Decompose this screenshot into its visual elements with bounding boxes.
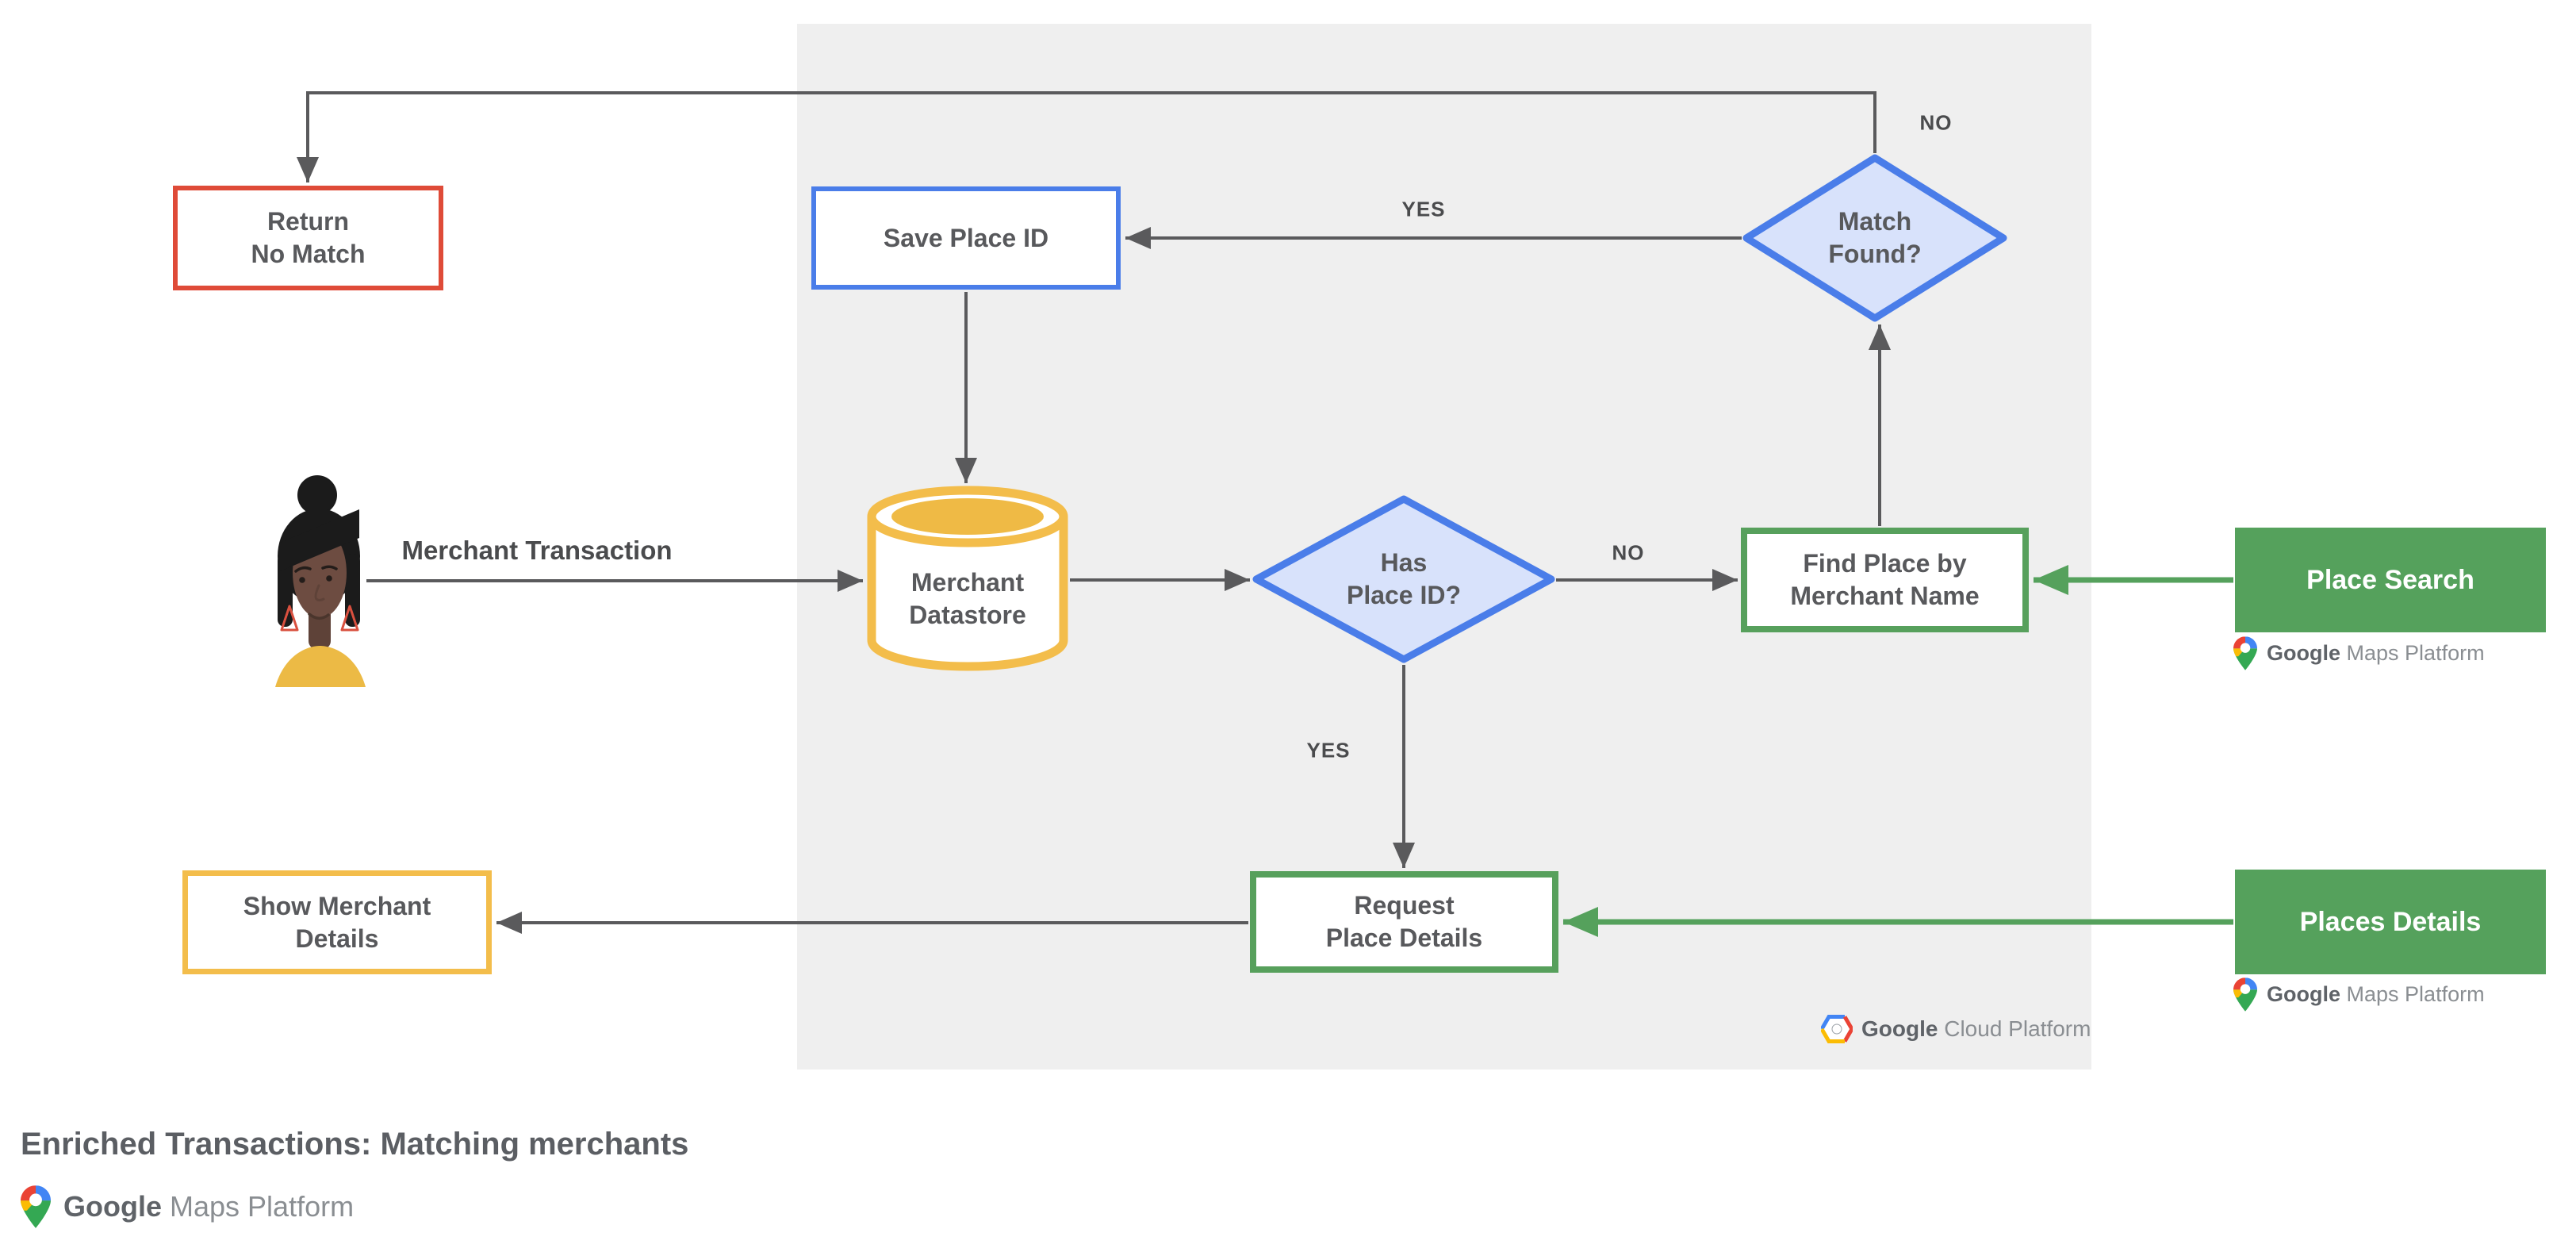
avatar-mouth xyxy=(308,613,330,620)
node-match-found-label: Match Found? xyxy=(1828,207,1922,268)
node-place-search-label: Place Search xyxy=(2306,564,2474,595)
match-found-diamond xyxy=(1742,154,2007,322)
has-place-id-diamond-shape xyxy=(1252,495,1555,663)
label-yes-match-found: YES xyxy=(1401,197,1446,221)
avatar-shirt xyxy=(275,646,366,687)
node-has-place-id: Has Place ID? xyxy=(1252,494,1556,664)
avatar-nose xyxy=(314,584,325,601)
match-found-diamond-shape xyxy=(1742,154,2007,322)
cylinder-top-fill xyxy=(891,498,1044,535)
avatar-eye-left xyxy=(299,577,305,583)
avatar-brow-left xyxy=(294,566,312,573)
footer-logo-google-text: Google xyxy=(63,1190,162,1223)
node-return-no-match-label: Return No Match xyxy=(251,207,366,268)
label-merchant-transaction: Merchant Transaction xyxy=(401,536,673,565)
avatar-hair-bun xyxy=(297,475,337,515)
maps-pin-icon xyxy=(2233,977,2257,1012)
label-no-has-place-id: NO xyxy=(1612,540,1645,565)
node-has-place-id-label: Has Place ID? xyxy=(1346,548,1462,609)
edge-matchfound-no-to-return xyxy=(297,91,1876,182)
avatar-fringe xyxy=(280,509,359,571)
avatar-earring-right xyxy=(340,605,359,632)
node-request-place-details-label: Request Place Details xyxy=(1325,891,1483,952)
node-places-details-label: Places Details xyxy=(2299,906,2482,937)
maps-platform-logo-footer: Google Maps Platform xyxy=(21,1185,354,1228)
node-place-search-api: Place Search xyxy=(2235,528,2546,632)
node-return-no-match: Return No Match xyxy=(173,186,443,290)
user-avatar xyxy=(275,475,366,687)
node-show-merchant-details-label: Show Merchant Details xyxy=(243,891,431,953)
node-places-details-api: Places Details xyxy=(2235,870,2546,974)
cloud-platform-hexagon-icon xyxy=(1821,1015,1853,1043)
gcp-logo-google-text: Google xyxy=(1861,1016,1938,1041)
maps-platform-logo-place-search: Google Maps Platform xyxy=(2233,636,2485,670)
diagram-title: Enriched Transactions: Matching merchant… xyxy=(21,1127,689,1162)
avatar-eye-right xyxy=(326,575,332,582)
google-cloud-platform-logo: Google Cloud Platform xyxy=(1821,1015,2091,1043)
node-save-place-id: Save Place ID xyxy=(811,186,1121,290)
avatar-earring-left xyxy=(280,605,299,632)
maps-pin-icon xyxy=(21,1185,51,1228)
footer-logo-suffix-text: Maps Platform xyxy=(170,1190,355,1223)
label-no-match-found: NO xyxy=(1919,110,1953,135)
maps-logo-google-text: Google xyxy=(2267,641,2340,665)
avatar-brow-right xyxy=(321,565,338,570)
maps-pin-icon xyxy=(2233,636,2257,670)
node-request-place-details: Request Place Details xyxy=(1250,871,1558,973)
label-yes-has-place-id: YES xyxy=(1306,738,1351,762)
node-find-place-by-merchant-name: Find Place by Merchant Name xyxy=(1741,528,2029,632)
node-match-found: Match Found? xyxy=(1742,153,2008,323)
maps-logo-google-text: Google xyxy=(2267,982,2340,1006)
maps-logo-suffix-text: Maps Platform xyxy=(2346,982,2485,1006)
node-merchant-datastore-label: Merchant Datastore xyxy=(909,568,1026,629)
node-find-place-label: Find Place by Merchant Name xyxy=(1790,549,1980,610)
maps-platform-logo-places-details: Google Maps Platform xyxy=(2233,977,2485,1012)
node-merchant-datastore: Merchant Datastore xyxy=(866,485,1069,675)
node-show-merchant-details: Show Merchant Details xyxy=(182,870,492,974)
datastore-cylinder-shape xyxy=(867,486,1068,671)
has-place-id-diamond xyxy=(1252,495,1555,663)
cylinder-body xyxy=(867,517,1068,671)
gcp-logo-suffix-text: Cloud Platform xyxy=(1944,1016,2091,1041)
maps-logo-suffix-text: Maps Platform xyxy=(2346,641,2485,665)
node-save-place-id-label: Save Place ID xyxy=(883,223,1049,252)
